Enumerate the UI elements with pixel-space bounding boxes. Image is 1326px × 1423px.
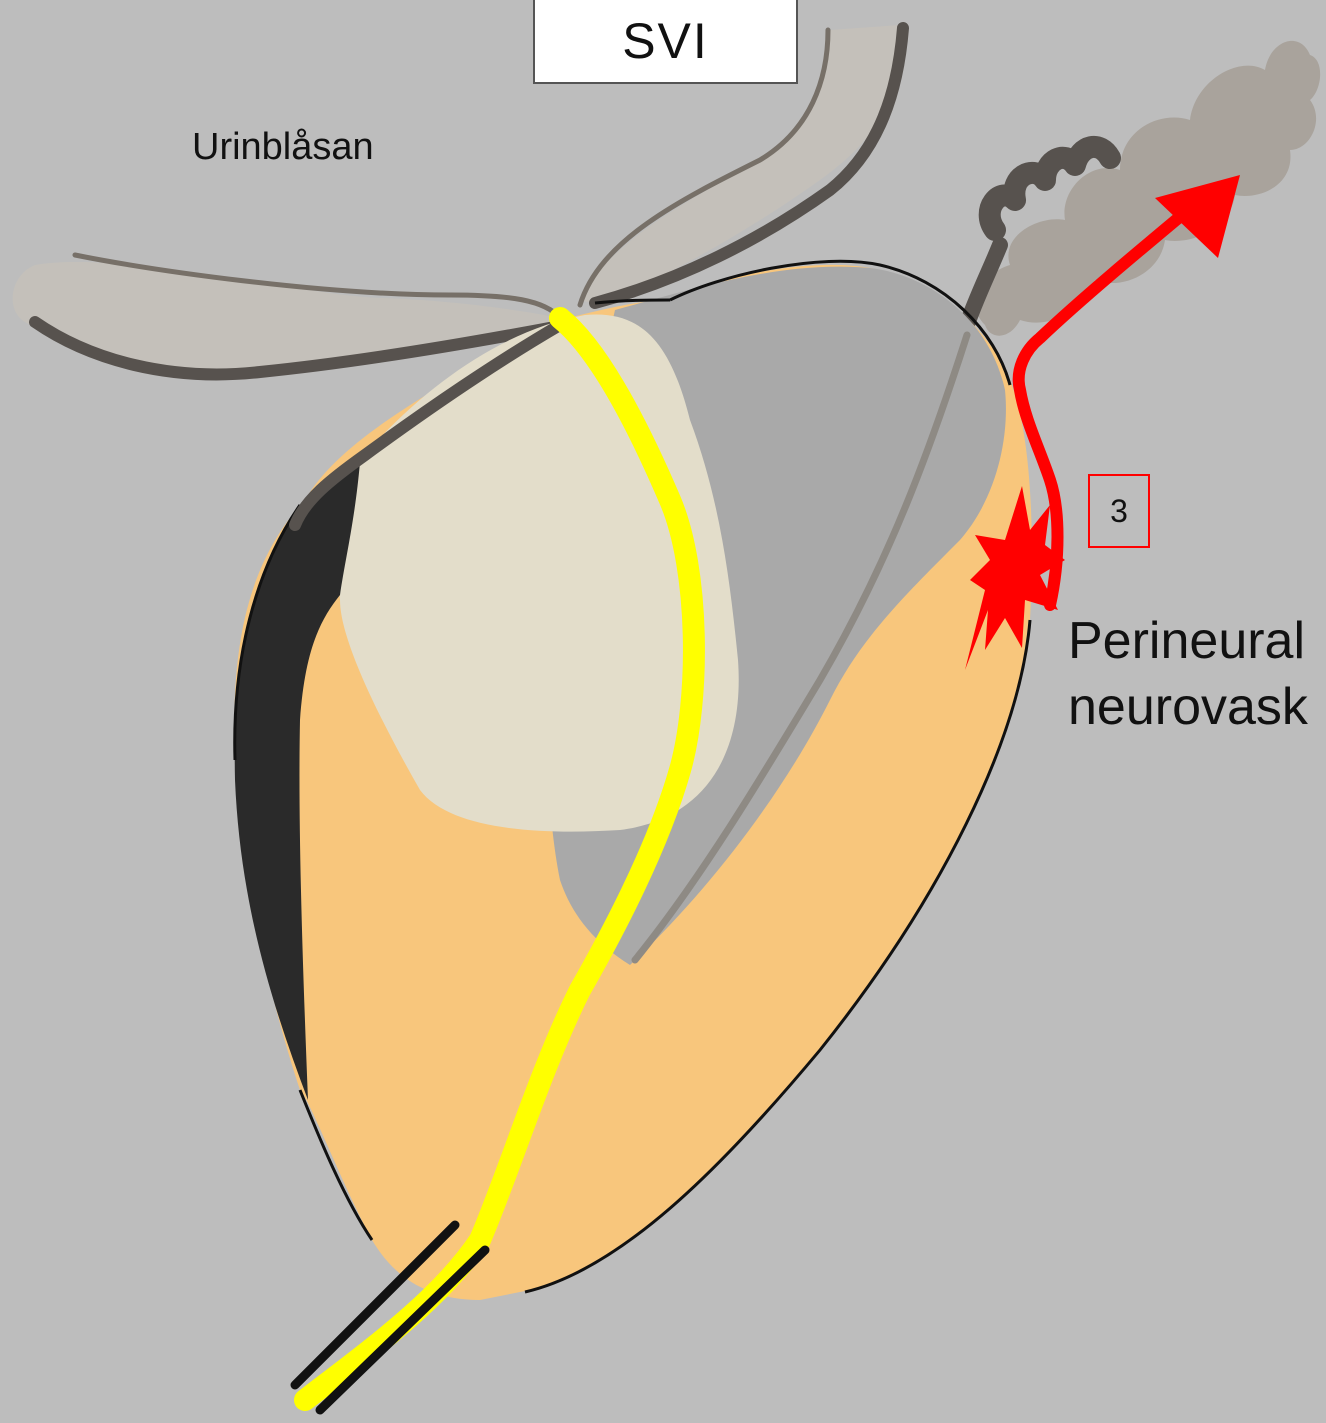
caption-line-1: Perineural bbox=[1068, 608, 1308, 674]
caption-line-2: neurovask bbox=[1068, 674, 1308, 740]
page-title: SVI bbox=[533, 0, 798, 84]
bladder-wall-left bbox=[13, 255, 560, 374]
seminal-vesicle bbox=[975, 41, 1320, 336]
organ-label: Urinblåsan bbox=[192, 126, 374, 169]
caption: Perineural neurovask bbox=[1068, 608, 1308, 740]
stage-badge: 3 bbox=[1088, 474, 1150, 548]
